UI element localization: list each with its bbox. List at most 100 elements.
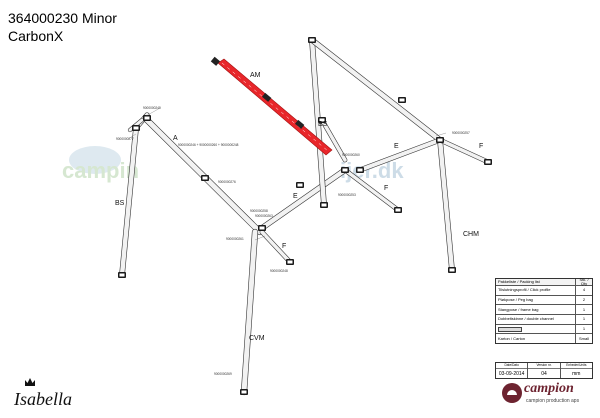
part-number: 9000000263 <box>255 214 273 218</box>
packing-list-row: Pløkpose / Peg bag 2 <box>496 295 592 306</box>
frame-joints <box>118 37 492 395</box>
revision-units-cell: Enheder/Units mm <box>560 363 592 378</box>
revision-units: mm <box>572 370 581 377</box>
joint-connector <box>132 125 140 131</box>
isabella-logo: Isabella <box>10 375 100 413</box>
joint-connector <box>286 259 294 265</box>
packing-list-item: Tilslutningsprofil / Click profile <box>496 286 576 295</box>
watermark-text-right: ijer.dk <box>340 158 404 183</box>
part-number: 9000000253 <box>338 193 356 197</box>
joint-connector <box>258 225 266 231</box>
part-number: 9000000269 <box>214 372 232 376</box>
packing-list-row: Dobbeltskinne / double channel 1 <box>496 315 592 325</box>
frame-tube <box>260 230 292 264</box>
campion-wordmark: campion <box>524 381 574 396</box>
joint-connector <box>398 97 406 103</box>
revision-date-cell: Date/Dato 03-09-2014 <box>496 363 529 378</box>
revision-date-head: Date/Dato <box>496 363 528 369</box>
frame-tube <box>437 137 455 273</box>
label-am: AM <box>250 72 261 79</box>
frame-tube <box>438 138 490 164</box>
part-number: 9000000257 <box>452 131 470 135</box>
part-number: 9000000277 <box>116 137 134 141</box>
label-f-low: F <box>282 243 286 250</box>
frame-tube <box>309 37 443 143</box>
revision-version-cell: Version nr. 04 <box>528 363 561 378</box>
part-number: 9000000276 <box>218 180 236 184</box>
joint-connector <box>320 202 328 208</box>
part-number: 9000000248 <box>270 269 288 273</box>
packing-list-row: Karton / Carton Small <box>496 334 592 344</box>
packing-list-item: Dobbeltskinne / double channel <box>496 315 576 324</box>
joint-connector <box>308 37 316 43</box>
joint-connector <box>448 267 456 273</box>
part-number: 9000000246 + 9000000260 + 9000000248 <box>178 143 239 147</box>
joint-connector <box>143 115 151 121</box>
revision-table: Date/Dato 03-09-2014 Version nr. 04 Enhe… <box>495 362 593 379</box>
watermark: campin ijer.dk <box>62 146 404 183</box>
frame-tube <box>309 37 327 208</box>
packing-list-table: Pakkeliste / Packing list Stk. / Qty Til… <box>495 277 593 345</box>
section-labels: AM BS A BS E E F F F CHM CVM <box>115 72 483 342</box>
crown-icon <box>25 378 35 386</box>
packing-list-qty: Small <box>578 335 589 341</box>
part-number: 9000000260 <box>342 153 360 157</box>
label-e-mid: E <box>293 193 298 200</box>
label-bs-right: BS <box>318 121 328 128</box>
packing-list-item: Pløkpose / Peg bag <box>496 295 576 305</box>
packing-list-header-desc: Pakkeliste / Packing list <box>496 279 576 285</box>
strap-icon <box>498 326 522 332</box>
frame-tube <box>259 167 348 231</box>
packing-list-header-qty: Stk. / Qty <box>579 277 589 286</box>
campion-logo: campion campion production aps <box>500 381 592 411</box>
joint-connector <box>341 167 349 173</box>
leader-lines <box>127 107 447 241</box>
revision-date: 03-09-2014 <box>498 370 525 377</box>
isabella-wordmark: Isabella <box>14 389 72 409</box>
campion-tagline: campion production aps <box>526 398 580 404</box>
revision-version-head: Version nr. <box>528 363 560 369</box>
joint-connector <box>296 182 304 188</box>
frame-tubes <box>119 37 491 396</box>
frame-tube <box>119 125 139 278</box>
packing-list-item: Stangpose / frame bag <box>496 305 576 315</box>
packing-list-qty: 1 <box>582 306 586 312</box>
joint-connector <box>394 207 402 213</box>
label-chm: CHM <box>463 231 479 238</box>
model-number: 364000230 Minor <box>8 10 117 26</box>
packing-list-row: Stangpose / frame bag 1 <box>496 305 592 316</box>
packing-list-qty: 2 <box>582 297 586 303</box>
title-block: 364000230 Minor CarbonX <box>8 9 117 45</box>
campion-mark-icon <box>502 383 522 403</box>
joint-connector <box>436 137 444 143</box>
joint-connector <box>201 175 209 181</box>
packing-list-item: Karton / Carton <box>496 334 576 344</box>
revision-units-head: Enheder/Units <box>560 363 592 369</box>
packing-list-qty: 1 <box>582 326 586 332</box>
label-f-center: F <box>384 185 388 192</box>
model-name: CarbonX <box>8 28 64 44</box>
watermark-text-left: campin <box>62 158 139 183</box>
joint-connector <box>240 389 248 395</box>
joint-connector <box>484 159 492 165</box>
label-e-right: E <box>394 143 399 150</box>
frame-tube <box>320 118 347 162</box>
frame-tube <box>358 138 442 172</box>
joint-connector <box>356 167 364 173</box>
part-number: 9000000249 <box>143 106 161 110</box>
label-bs-left: BS <box>115 200 125 207</box>
watermark-tent-icon <box>69 146 121 174</box>
label-cvm: CVM <box>249 335 265 342</box>
packing-list-qty: 4 <box>582 287 586 293</box>
part-number: 9000000258 <box>250 209 268 213</box>
packing-list-item <box>496 324 576 334</box>
part-number-callouts: 9000000249 9000000277 9000000246 + 90000… <box>116 106 470 376</box>
part-number: 9000000261 <box>226 237 244 241</box>
joint-connector <box>118 272 126 278</box>
packing-list-row: Tilslutningsprofil / Click profile 4 <box>496 286 592 296</box>
packing-list-header: Pakkeliste / Packing list Stk. / Qty <box>496 277 592 286</box>
label-a-left: A <box>173 135 178 142</box>
packing-list-row: 1 <box>496 324 592 335</box>
revision-version: 04 <box>541 370 547 377</box>
